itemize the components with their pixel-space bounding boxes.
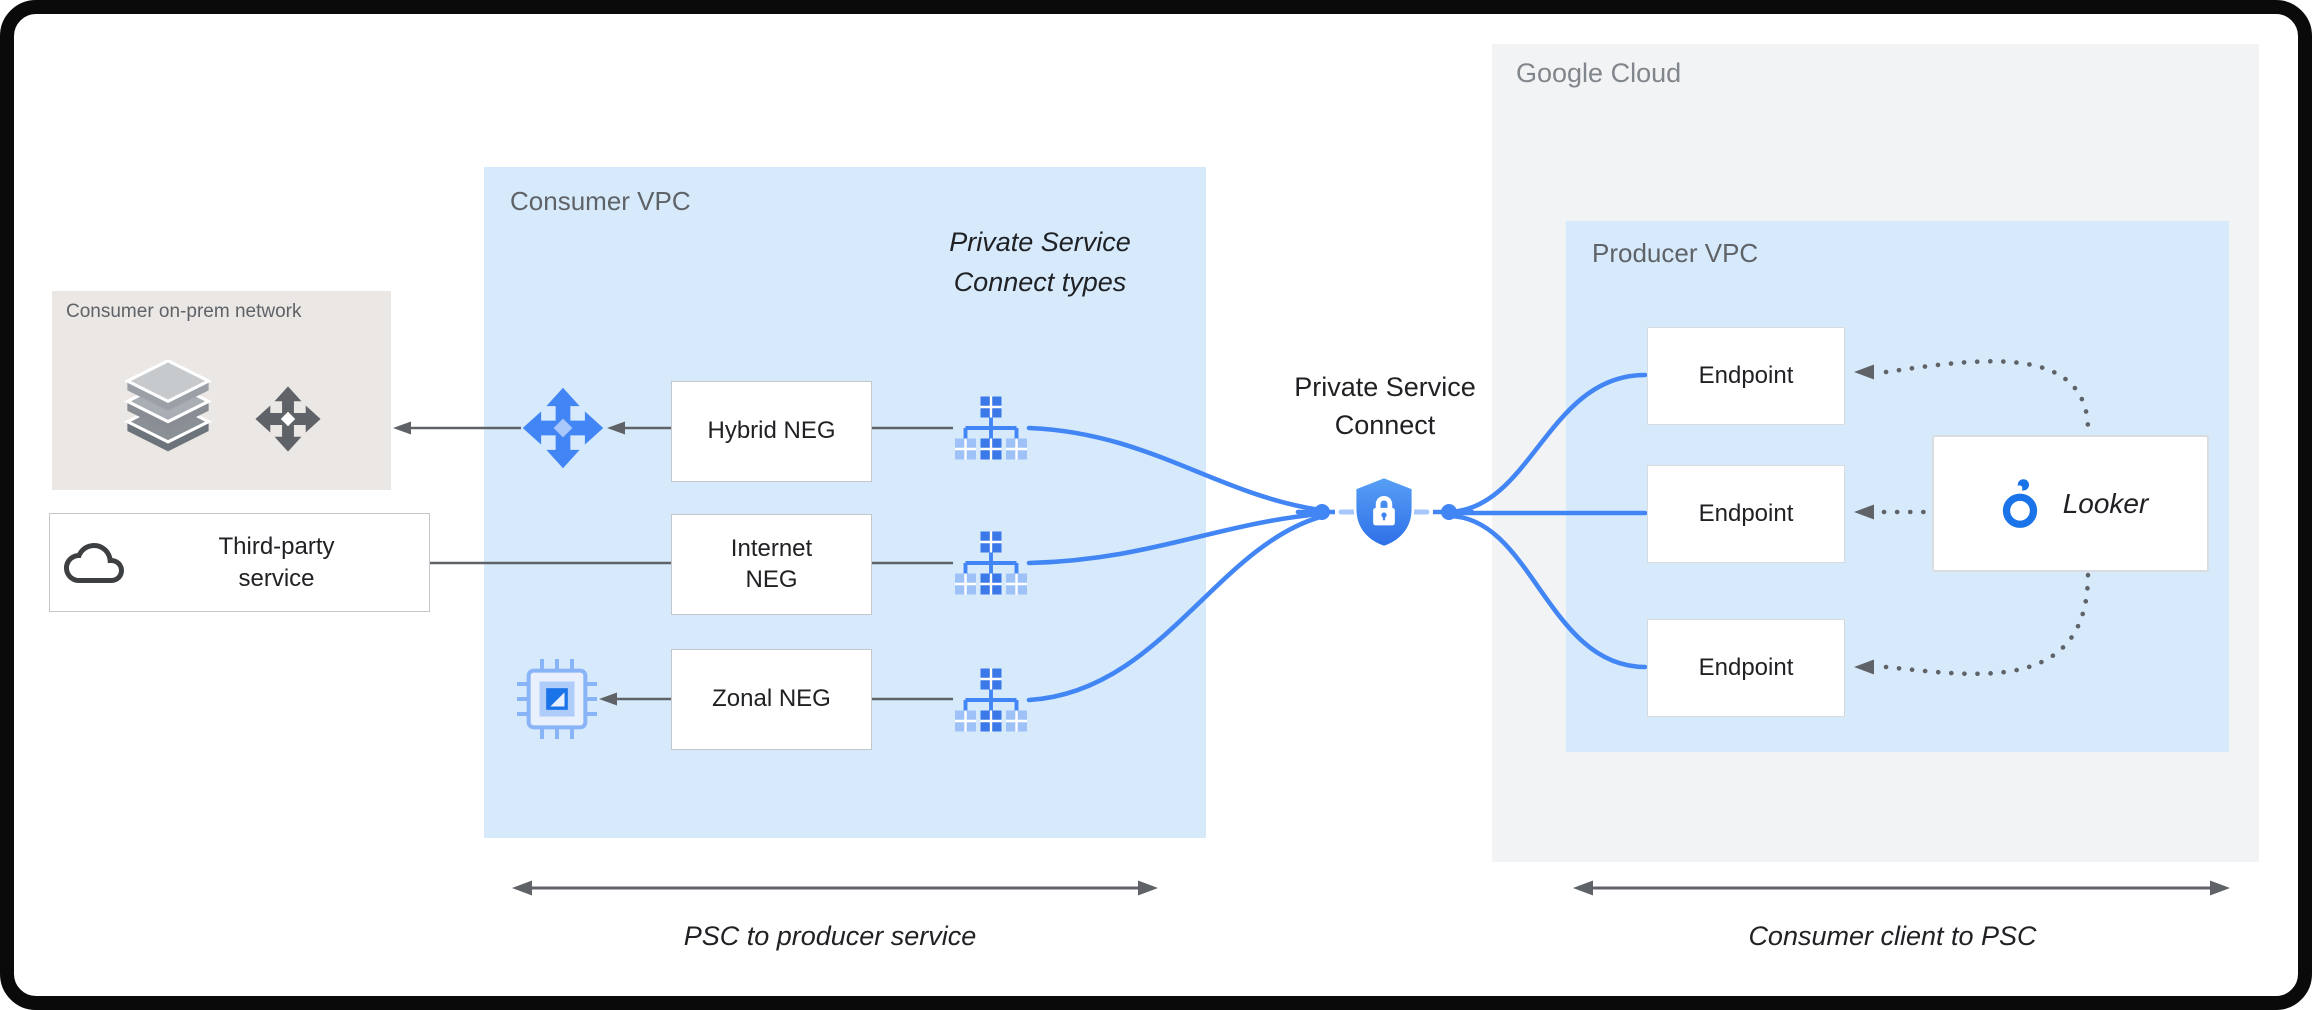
third-party-label: Third-party service	[218, 532, 335, 592]
psc-shield-icon	[1353, 475, 1415, 549]
span-arrowheads	[512, 880, 2230, 896]
gray-connector-lines	[411, 426, 953, 701]
internet-neg-node: Internet NEG	[671, 514, 872, 615]
dotted-looker-paths	[1881, 359, 2091, 677]
looker-node: Looker	[1932, 435, 2209, 572]
looker-label: Looker	[2062, 487, 2149, 519]
producer-vpc-label: Producer VPC	[1592, 238, 1759, 268]
consumer-vpc-label: Consumer VPC	[510, 186, 691, 216]
google-cloud-label: Google Cloud	[1516, 58, 1682, 88]
neg-tree-icon	[955, 531, 1027, 595]
server-stack-icon	[123, 360, 213, 452]
neg-tree-icon	[955, 396, 1027, 460]
move-arrows-icon	[255, 386, 321, 452]
cloud-icon	[64, 542, 124, 583]
psc-types-caption: Private Service Connect types	[949, 227, 1131, 297]
compute-chip-icon	[517, 659, 597, 739]
consumer-client-caption: Consumer client to PSC	[1748, 921, 2037, 951]
onprem-label: Consumer on-prem network	[66, 301, 302, 322]
onprem-network-box	[52, 291, 391, 490]
psc-label: Private Service Connect	[1294, 372, 1476, 440]
endpoint-node: Endpoint	[1647, 619, 1845, 717]
neg-tree-icon	[955, 668, 1027, 732]
hybrid-neg-node: Hybrid NEG	[671, 381, 872, 482]
dotted-arrowheads	[1854, 364, 1874, 675]
zonal-neg-node: Zonal NEG	[671, 649, 872, 750]
third-party-service-box: Third-party service	[49, 513, 430, 612]
hybrid-connectivity-icon	[522, 387, 604, 469]
psc-to-producer-caption: PSC to producer service	[683, 921, 977, 951]
endpoint-node: Endpoint	[1647, 465, 1845, 563]
looker-icon	[2002, 478, 2037, 528]
psc-left-dot	[1314, 504, 1330, 520]
endpoint-node: Endpoint	[1647, 327, 1845, 425]
psc-right-dot	[1441, 504, 1457, 520]
